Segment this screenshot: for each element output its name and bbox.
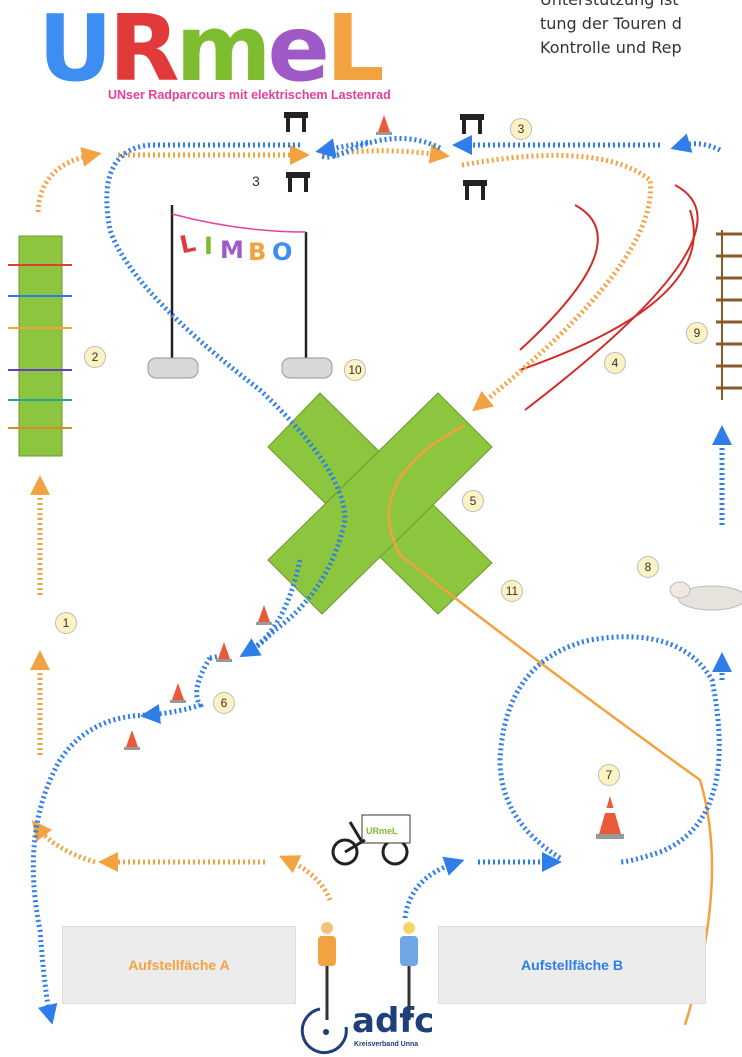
cross-ramp (267, 392, 493, 615)
logo-word: URmeL (38, 0, 385, 104)
start-area-a: Aufstellfäche A (62, 926, 296, 1004)
balance-beam (8, 235, 72, 457)
cone-icon (216, 642, 232, 662)
station-badge-3: 3 (510, 118, 532, 140)
adfc-name: adfc (352, 1001, 435, 1041)
stool-icon (286, 172, 310, 192)
station-badge-11: 11 (501, 580, 523, 602)
cone-icon (596, 796, 624, 839)
station-label-3: 3 (252, 173, 260, 189)
cargo-bike-icon: URmeL (331, 814, 411, 866)
intro-line: Kontrolle und Rep (540, 38, 682, 57)
blue-route (30, 133, 732, 1025)
station-badge-6: 6 (213, 692, 235, 714)
station-badge-2: 2 (84, 346, 106, 368)
limbo-letter: L (177, 229, 198, 260)
logo-letter: m (175, 0, 272, 102)
intro-line: Unterstützung ist (540, 0, 742, 12)
ramp-line (387, 423, 714, 1026)
plush-toy-icon (669, 581, 742, 611)
stool-icon (463, 180, 487, 200)
stool-icon (284, 112, 308, 132)
cone-icon (170, 683, 186, 703)
slalom-lines (519, 184, 699, 411)
logo-letter: U (38, 0, 113, 102)
cyclist-icon (400, 922, 418, 1020)
stool-icon (460, 114, 484, 134)
cone-icon (256, 605, 272, 625)
logo-letter: e (267, 0, 329, 102)
adfc-subtitle: Kreisverband Unna (354, 1041, 419, 1048)
station-badge-5: 5 (462, 490, 484, 512)
logo-letter: L (325, 0, 385, 102)
station-badge-4: 4 (604, 352, 626, 374)
intro-text: Unterstützung ist tung der Touren d Kont… (540, 0, 742, 90)
logo-subtitle: UNser Radparcours mit elektrischem Laste… (108, 88, 391, 102)
station-badge-10: 10 (344, 359, 366, 381)
limbo-letter: M (220, 236, 244, 264)
station-badge-9: 9 (686, 322, 708, 344)
ladder-track (716, 230, 742, 400)
urmel-logo: URmeL UNser Radparcours mit elektrischem… (38, 0, 418, 104)
cone-icon (124, 730, 140, 750)
cyclist-icon (318, 922, 336, 1020)
adfc-circle-icon (300, 1007, 348, 1055)
cone-icon (376, 115, 392, 135)
start-area-b: Aufstellfäche B (438, 926, 706, 1004)
limbo-letter: I (204, 232, 213, 260)
intro-line: tung der Touren d (540, 14, 682, 33)
limbo-letter: B (248, 238, 266, 266)
adfc-logo: adfc Kreisverband Unna (300, 1001, 450, 1057)
limbo-bar: L I M B O (147, 205, 333, 379)
station-badge-1: 1 (55, 612, 77, 634)
bike-sign: URmeL (366, 826, 398, 836)
logo-letter: R (108, 0, 180, 102)
station-badge-8: 8 (637, 556, 659, 578)
station-badge-7: 7 (598, 764, 620, 786)
limbo-letter: O (272, 238, 292, 266)
